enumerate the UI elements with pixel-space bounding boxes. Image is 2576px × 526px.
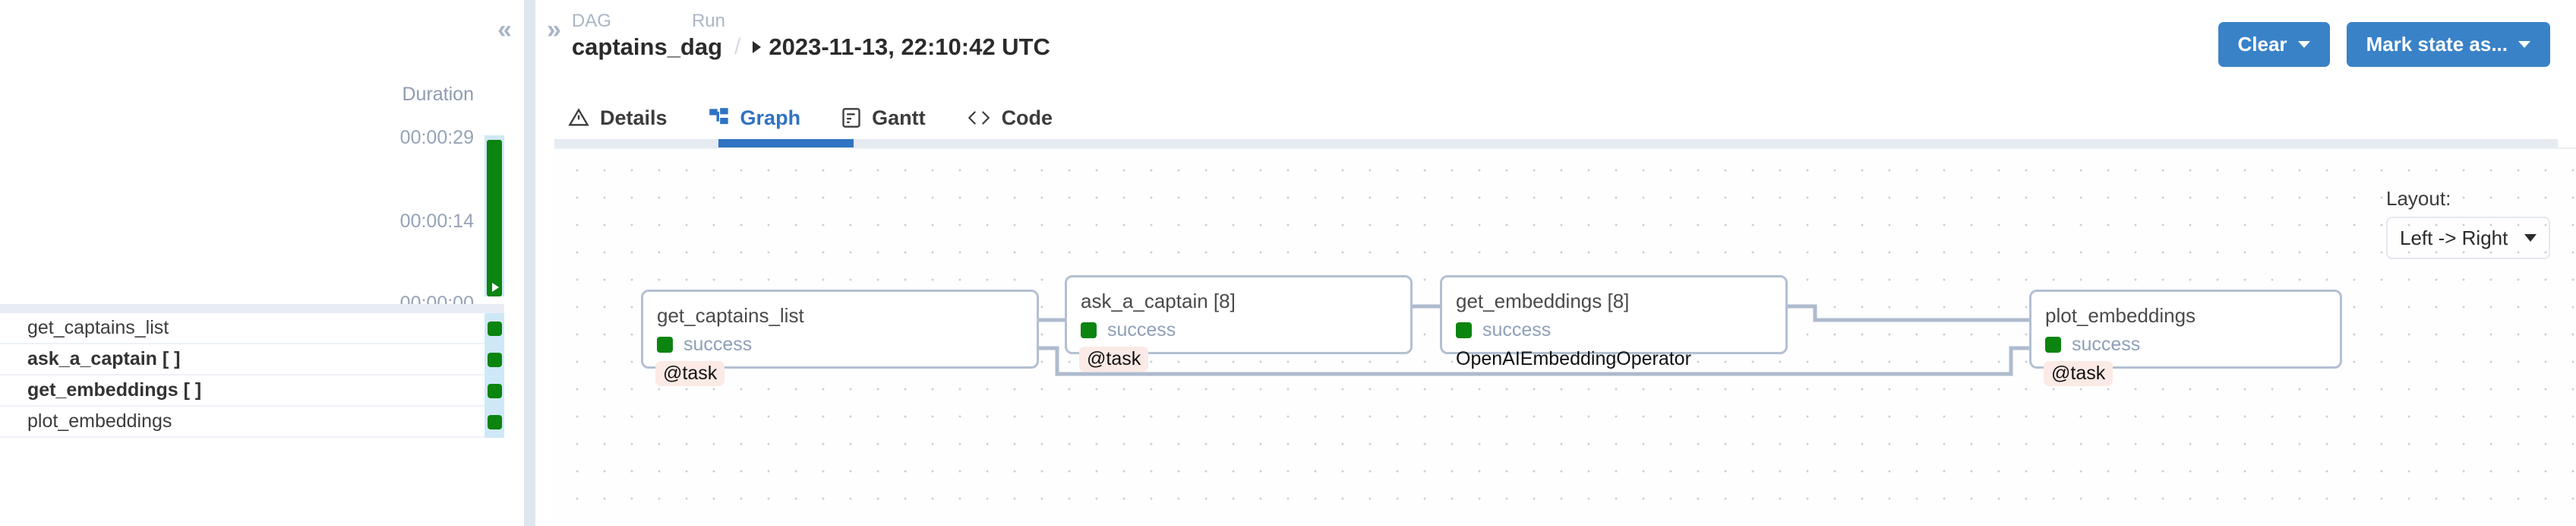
grid-pane: « Duration 00:00:29 00:00:14 00:00:00 ge… [0, 0, 546, 526]
task-rows: get_captains_list ask_a_captain [ ] get_… [0, 304, 504, 438]
task-status-cell[interactable] [485, 375, 504, 407]
node-title: ask_a_captain [8] [1081, 290, 1236, 312]
task-row[interactable]: ask_a_captain [ ] [0, 344, 504, 375]
node-operator-tag: OpenAIEmbeddingOperator [1456, 348, 1691, 369]
tab-graph[interactable]: Graph [709, 106, 801, 135]
graph-icon [709, 107, 730, 128]
graph-node-ask-a-captain[interactable]: ask_a_captain [8] success @task [1065, 275, 1413, 372]
node-state-label: success [683, 334, 753, 355]
status-square-success [2045, 337, 2061, 353]
tab-code-label: Code [1001, 106, 1053, 129]
task-status-cell[interactable] [485, 344, 504, 375]
node-state-label: success [1107, 319, 1176, 341]
code-brackets-icon [967, 108, 991, 128]
tab-details-label: Details [600, 106, 668, 129]
task-status-cell[interactable] [485, 313, 504, 344]
breadcrumb-separator: / [734, 34, 741, 59]
breadcrumb-dag-caption: DAG [571, 11, 611, 31]
node-title: get_embeddings [8] [1456, 290, 1630, 312]
node-status: success [1081, 319, 1410, 341]
mark-state-button-label: Mark state as... [2366, 33, 2508, 55]
node-title: plot_embeddings [2045, 304, 2196, 327]
tab-gantt-label: Gantt [872, 106, 926, 129]
task-name: plot_embeddings [27, 410, 172, 432]
status-square-success [657, 337, 673, 353]
node-operator-tag: @task [1079, 347, 1149, 372]
topbar: » DAG Run captains_dag / 2023-11-13, 22:… [536, 0, 2576, 93]
tab-code[interactable]: Code [967, 106, 1053, 135]
graph-node-plot-embeddings[interactable]: plot_embeddings success @task [2029, 290, 2342, 386]
chevron-down-icon [2297, 41, 2310, 48]
breadcrumb-dag-name[interactable]: captains_dag [571, 33, 723, 60]
breadcrumb-run-name[interactable]: 2023-11-13, 22:10:42 UTC [769, 33, 1050, 60]
node-status: success [1456, 319, 1785, 341]
play-triangle-icon[interactable] [492, 283, 499, 292]
task-status-cell[interactable] [485, 407, 504, 438]
node-status: success [2045, 334, 2340, 356]
tab-bar: Details Graph [536, 93, 2576, 147]
graph-node-get-embeddings[interactable]: get_embeddings [8] success OpenAIEmbeddi… [1440, 275, 1788, 369]
task-name: ask_a_captain [ ] [27, 348, 181, 369]
mark-state-button[interactable]: Mark state as... [2346, 22, 2550, 67]
status-square-success [1456, 322, 1472, 338]
status-square-success [487, 322, 502, 336]
node-operator-tag: @task [655, 361, 725, 386]
node-status: success [657, 334, 1037, 356]
node-operator-tag: @task [2044, 361, 2114, 386]
tab-gantt[interactable]: Gantt [841, 106, 926, 135]
node-state-label: success [1482, 319, 1552, 341]
pane-resize-handle[interactable] [524, 0, 535, 526]
tab-active-indicator [718, 139, 854, 147]
chevron-down-icon [2524, 234, 2537, 242]
task-name: get_captains_list [27, 317, 169, 338]
tab-graph-label: Graph [740, 106, 801, 129]
run-caret-icon[interactable] [753, 41, 762, 53]
collapse-row: « [0, 17, 536, 43]
run-duration-bar[interactable] [487, 140, 502, 296]
status-square-success [487, 384, 502, 398]
graph-node-get-captains-list[interactable]: get_captains_list success @task [641, 290, 1039, 386]
chevrons-left-icon[interactable]: « [497, 15, 512, 44]
chevrons-right-icon[interactable]: » [547, 15, 561, 44]
main-content: » DAG Run captains_dag / 2023-11-13, 22:… [536, 0, 2576, 526]
task-name: get_embeddings [ ] [27, 379, 202, 401]
node-state-label: success [2072, 334, 2141, 355]
task-row[interactable]: plot_embeddings [0, 407, 504, 438]
clear-button[interactable]: Clear [2218, 22, 2330, 67]
task-row[interactable]: get_captains_list [0, 313, 504, 344]
tab-underline-track [554, 139, 2558, 147]
layout-select-value: Left -> Right [2400, 226, 2508, 249]
layout-control: Layout: Left -> Right [2386, 187, 2550, 259]
node-title: get_captains_list [657, 304, 804, 327]
header-actions: Clear Mark state as... [2218, 22, 2550, 67]
row-spacer [0, 304, 504, 313]
alert-triangle-icon [568, 107, 589, 128]
clear-button-label: Clear [2237, 33, 2287, 55]
duration-header: Duration [402, 84, 475, 105]
breadcrumb-run-caption: Run [691, 11, 725, 31]
status-square-success [1081, 322, 1097, 338]
status-square-success [487, 415, 502, 429]
duration-axis-tick-max: 00:00:29 [399, 127, 474, 148]
layout-select[interactable]: Left -> Right [2386, 217, 2550, 259]
tab-details[interactable]: Details [568, 106, 668, 135]
duration-axis-tick-mid: 00:00:14 [399, 211, 474, 232]
breadcrumb: DAG Run captains_dag / 2023-11-13, 22:10… [572, 11, 1050, 61]
layout-label: Layout: [2386, 187, 2451, 210]
graph-canvas[interactable]: Layout: Left -> Right get_captains_list [554, 147, 2576, 521]
chevron-down-icon [2518, 41, 2530, 48]
gantt-document-icon [841, 107, 861, 128]
status-square-success [487, 353, 502, 367]
task-row[interactable]: get_embeddings [ ] [0, 375, 504, 407]
